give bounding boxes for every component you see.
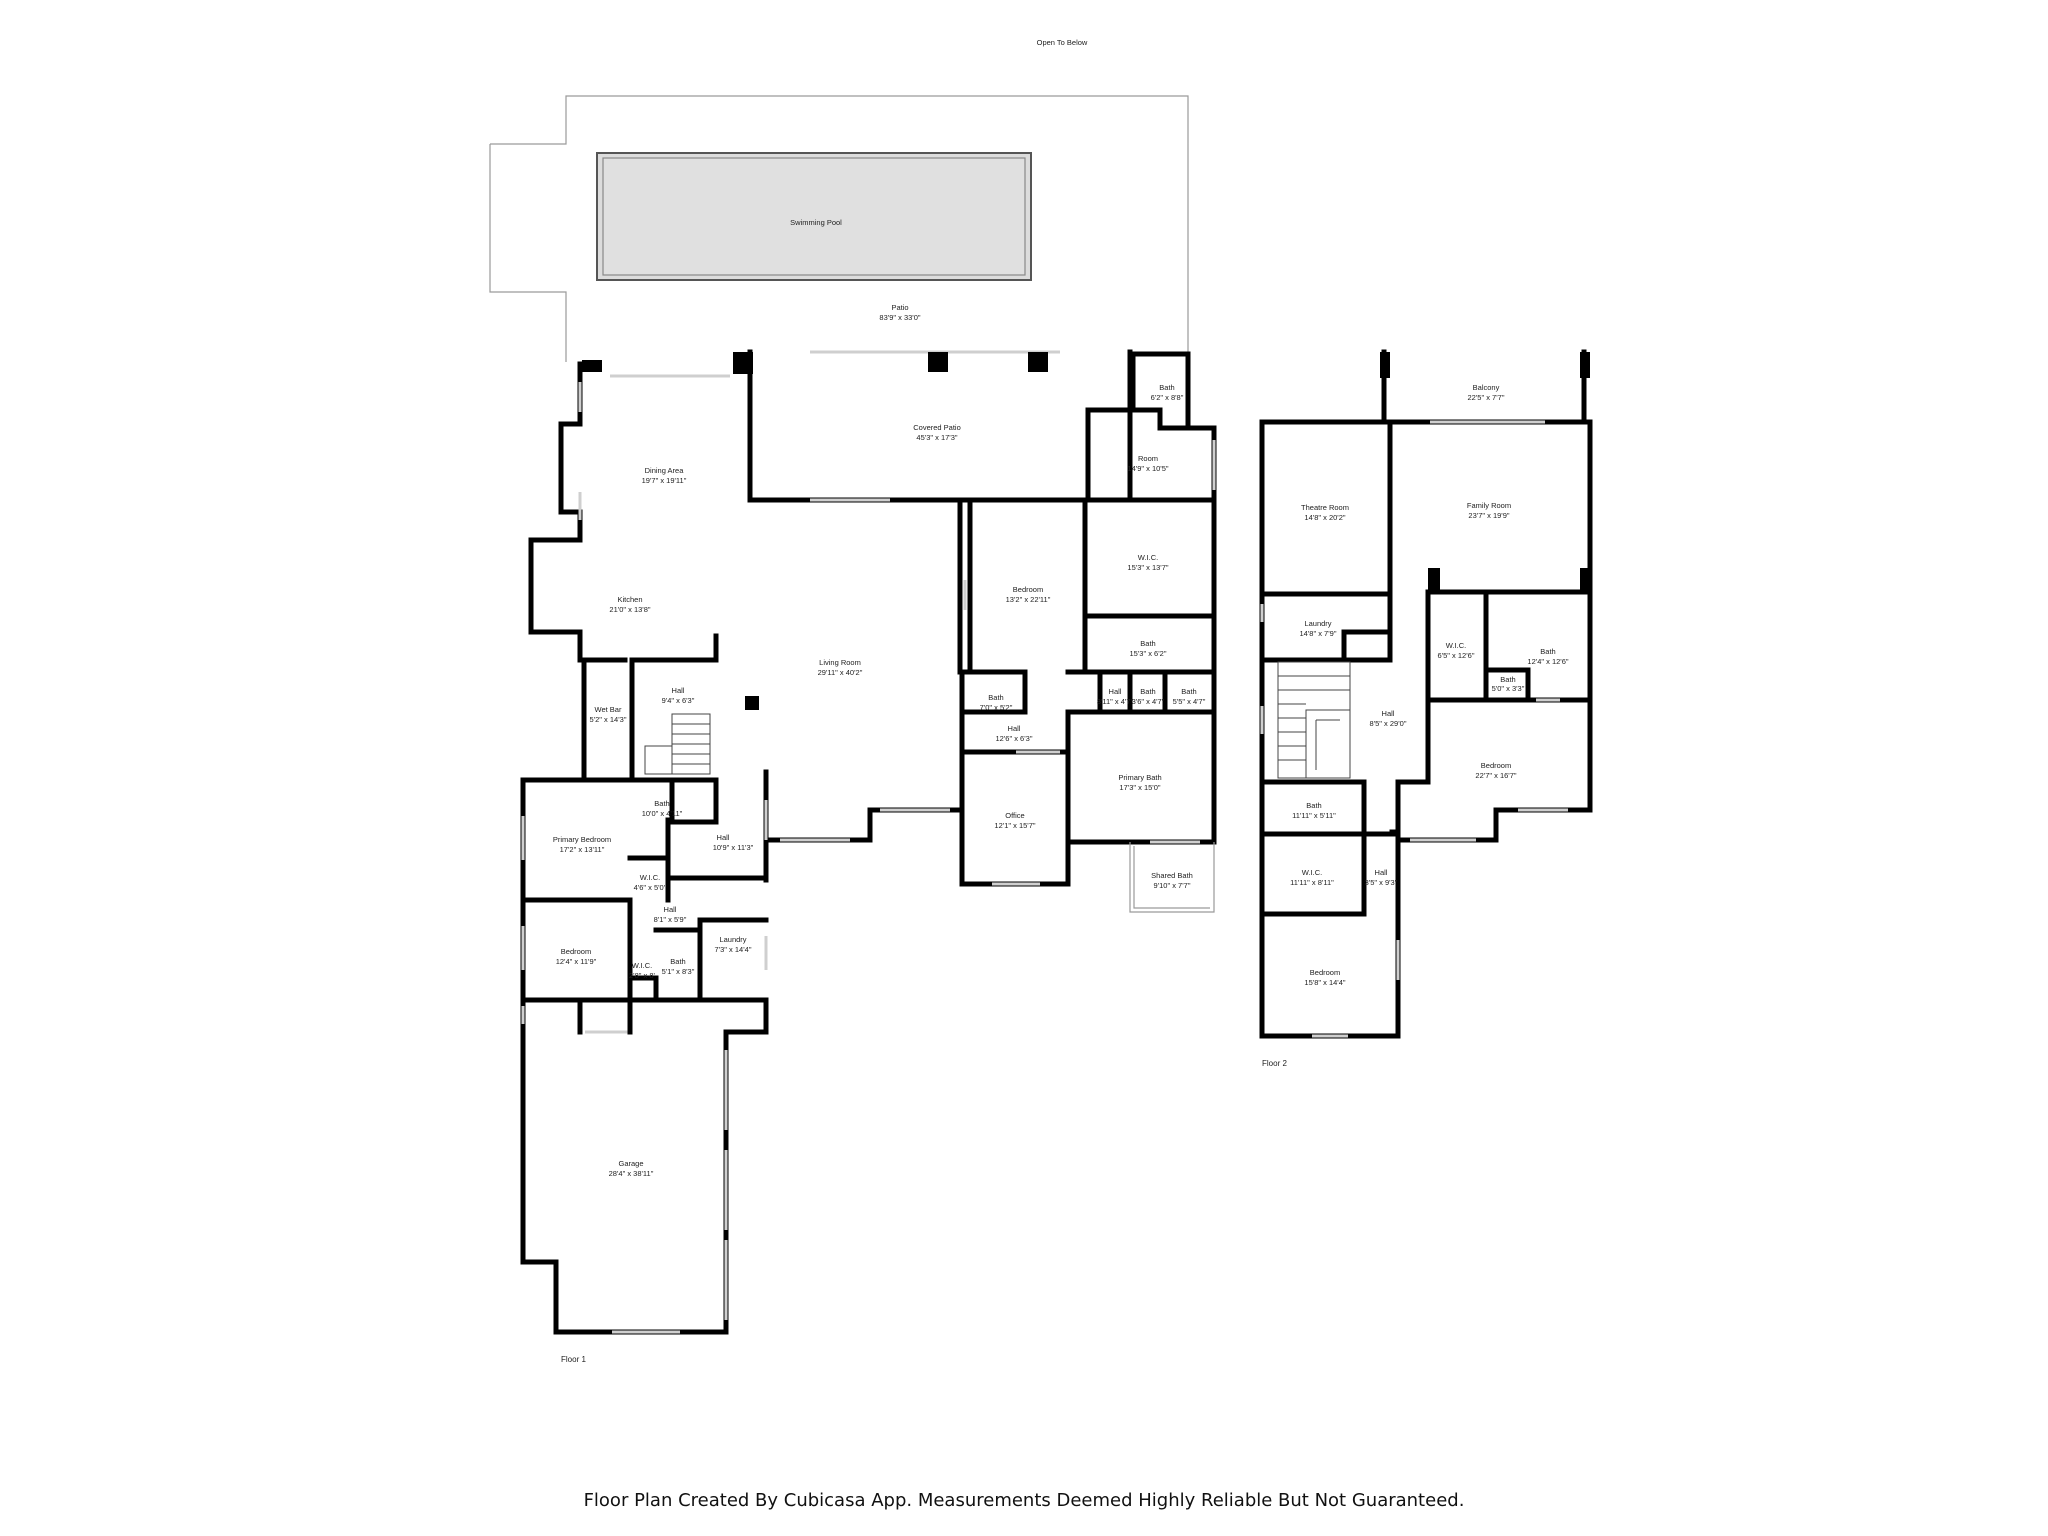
label-swimming-pool: Swimming Pool xyxy=(790,218,842,227)
label-office: Office xyxy=(1005,811,1024,820)
dim-bath-a: 15'3" x 6'2" xyxy=(1130,649,1167,658)
label-bath-b: Bath xyxy=(988,693,1003,702)
label-shared-bath: Shared Bath xyxy=(1151,871,1193,880)
dim-bath-f2-c: 11'11" x 5'11" xyxy=(1292,811,1336,820)
dim-hall-d: 10'9" x 11'3" xyxy=(713,843,754,852)
label-bath-c: Bath xyxy=(1140,687,1155,696)
dim-wic: 15'3" x 13'7" xyxy=(1127,563,1168,572)
dim-hall-c: 3'11" x 4'7" xyxy=(1097,697,1134,706)
dim-covered-patio: 45'3" x 17'3" xyxy=(916,433,957,442)
dim-garage: 28'4" x 38'11" xyxy=(609,1169,654,1178)
label-wic-f2-a: W.I.C. xyxy=(1446,641,1466,650)
dim-hall-a: 9'4" x 6'3" xyxy=(662,696,695,705)
dim-kitchen: 21'0" x 13'8" xyxy=(609,605,650,614)
label-hall-a: Hall xyxy=(672,686,685,695)
open-to-below-note: Open To Below xyxy=(1037,38,1088,47)
dim-balcony: 22'5" x 7'7" xyxy=(1468,393,1505,402)
dim-theatre-room: 14'8" x 20'2" xyxy=(1304,513,1345,522)
dim-hall-b: 12'6" x 6'3" xyxy=(996,734,1033,743)
label-bath-e: Bath xyxy=(654,799,669,808)
label-covered-patio: Covered Patio xyxy=(913,423,961,432)
dim-bedroom-center: 13'2" x 22'11" xyxy=(1006,595,1051,604)
label-theatre-room: Theatre Room xyxy=(1301,503,1349,512)
dim-living-room: 29'11" x 40'2" xyxy=(818,668,863,677)
label-bath-f: Bath xyxy=(670,957,685,966)
dim-laundry: 7'3" x 14'4" xyxy=(715,945,752,954)
label-bedroom-f2-s: Bedroom xyxy=(1310,968,1340,977)
label-bath-f2-a: Bath xyxy=(1540,647,1555,656)
label-wic-b: W.I.C. xyxy=(640,873,660,882)
dim-bedroom-sw: 12'4" x 11'9" xyxy=(556,957,597,966)
dim-bath-d: 5'5" x 4'7" xyxy=(1173,697,1206,706)
dim-bath-e: 10'0" x 4'11" xyxy=(642,809,683,818)
label-kitchen: Kitchen xyxy=(617,595,642,604)
label-bedroom-f2-e: Bedroom xyxy=(1481,761,1511,770)
dim-hall-f2: 8'5" x 29'0" xyxy=(1370,719,1407,728)
patio-area xyxy=(489,95,1189,362)
dim-bath-f: 5'1" x 8'3" xyxy=(662,967,695,976)
label-bath-a: Bath xyxy=(1140,639,1155,648)
label-patio: Patio xyxy=(891,303,908,312)
dim-wic-f2-b: 11'11" x 8'11" xyxy=(1290,878,1334,887)
dim-hall-f2-b: 3'5" x 9'3" xyxy=(1365,878,1398,887)
floor-1 xyxy=(520,349,1217,1335)
label-hall-f2: Hall xyxy=(1382,709,1395,718)
dim-dining-area: 19'7" x 19'11" xyxy=(642,476,687,485)
label-wet-bar: Wet Bar xyxy=(595,705,622,714)
dim-wic-f2-a: 6'5" x 12'6" xyxy=(1438,651,1475,660)
dim-wet-bar: 5'2" x 14'3" xyxy=(590,715,627,724)
dim-office: 12'1" x 15'7" xyxy=(994,821,1035,830)
dim-laundry-f2: 14'8" x 7'9" xyxy=(1300,629,1337,638)
dim-bath-b: 7'0" x 5'2" xyxy=(980,703,1013,712)
footer-disclaimer: Floor Plan Created By Cubicasa App. Meas… xyxy=(583,1490,1465,1511)
label-wic-c: W.I.C. xyxy=(632,961,652,970)
label-bedroom-sw: Bedroom xyxy=(561,947,591,956)
label-laundry-f2: Laundry xyxy=(1304,619,1331,628)
dim-bath-f2-a: 12'4" x 12'6" xyxy=(1527,657,1568,666)
label-hall-d: Hall xyxy=(717,833,730,842)
dim-bedroom-f2-s: 15'8" x 14'4" xyxy=(1304,978,1345,987)
label-living-room: Living Room xyxy=(819,658,861,667)
label-bedroom-center: Bedroom xyxy=(1013,585,1043,594)
dim-shared-bath: 9'10" x 7'7" xyxy=(1154,881,1191,890)
dim-bath-f2-b: 5'0" x 3'3" xyxy=(1492,684,1525,693)
dim-room: 14'9" x 10'5" xyxy=(1127,464,1168,473)
label-garage: Garage xyxy=(618,1159,643,1168)
label-primary-bath: Primary Bath xyxy=(1118,773,1161,782)
label-room: Room xyxy=(1138,454,1158,463)
label-hall-f2-b: Hall xyxy=(1375,868,1388,877)
label-hall-c: Hall xyxy=(1109,687,1122,696)
label-balcony: Balcony xyxy=(1473,383,1500,392)
dim-wic-c: 2'8" x 8' xyxy=(629,971,656,980)
label-primary-bedroom: Primary Bedroom xyxy=(553,835,611,844)
floor-1-label: Floor 1 xyxy=(561,1355,586,1364)
label-hall-e: Hall xyxy=(664,905,677,914)
label-bath-d: Bath xyxy=(1181,687,1196,696)
label-bath-f2-b: Bath xyxy=(1500,675,1515,684)
label-bath-patio: Bath xyxy=(1159,383,1174,392)
label-wic-f2-b: W.I.C. xyxy=(1302,868,1322,877)
dim-family-room: 23'7" x 19'9" xyxy=(1468,511,1509,520)
dim-hall-e: 8'1" x 5'9" xyxy=(654,915,687,924)
label-laundry: Laundry xyxy=(719,935,746,944)
floor-2-label: Floor 2 xyxy=(1262,1059,1287,1068)
dim-patio: 83'9" x 33'0" xyxy=(879,313,920,322)
floor-2 xyxy=(1259,349,1593,1039)
dim-wic-b: 4'6" x 5'0" xyxy=(634,883,667,892)
dim-bath-patio: 6'2" x 8'8" xyxy=(1151,393,1184,402)
dim-primary-bedroom: 17'2" x 13'11" xyxy=(560,845,605,854)
label-hall-b: Hall xyxy=(1008,724,1021,733)
dim-primary-bath: 17'3" x 15'0" xyxy=(1119,783,1160,792)
label-wic: W.I.C. xyxy=(1138,553,1158,562)
dim-bath-c: 3'6" x 4'7" xyxy=(1132,697,1165,706)
label-bath-f2-c: Bath xyxy=(1306,801,1321,810)
dim-bedroom-f2-e: 22'7" x 16'7" xyxy=(1475,771,1516,780)
label-dining-area: Dining Area xyxy=(645,466,685,475)
label-family-room: Family Room xyxy=(1467,501,1511,510)
room-labels: Open To Below Swimming Pool Patio 83'9" … xyxy=(553,38,1569,1364)
